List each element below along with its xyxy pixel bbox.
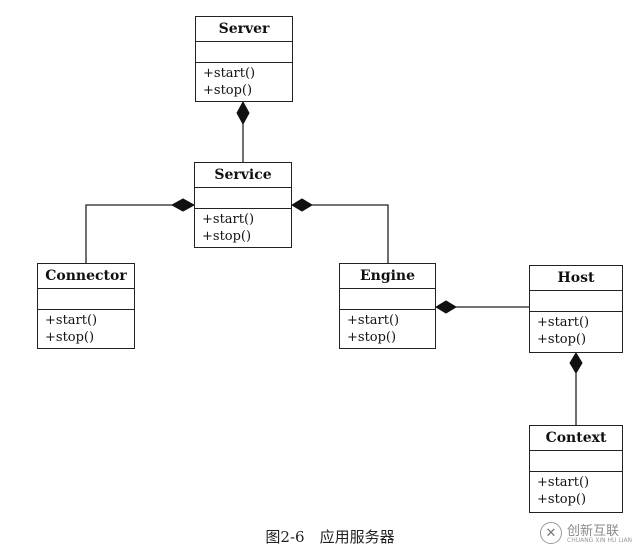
class-name: Connector <box>38 264 134 289</box>
class-box-context: Context +start() +stop() <box>529 425 623 513</box>
class-name: Service <box>195 163 291 188</box>
operation: +start() <box>537 475 590 490</box>
operation: +stop() <box>202 229 252 244</box>
figure-caption: 图2-6 应用服务器 <box>265 528 395 546</box>
operation: +start() <box>347 313 400 328</box>
composition-diamond-engine <box>435 300 457 314</box>
class-name: Context <box>530 426 622 451</box>
operation: +start() <box>203 66 256 81</box>
watermark-subtext: CHUANG XIN HU LIAN <box>567 537 633 544</box>
class-operations: +start() +stop() <box>196 63 292 99</box>
class-name: Server <box>196 17 292 42</box>
watermark: ✕ 创新互联 CHUANG XIN HU LIAN <box>540 518 640 550</box>
class-operations: +start() +stop() <box>530 312 622 348</box>
operation: +start() <box>45 313 98 328</box>
class-attributes <box>195 188 291 209</box>
class-attributes <box>340 289 435 310</box>
operation: +stop() <box>347 330 397 345</box>
composition-diamond-service-right <box>291 198 313 212</box>
class-box-connector: Connector +start() +stop() <box>37 263 135 349</box>
class-attributes <box>38 289 134 310</box>
composition-diamond-service-left <box>170 198 196 212</box>
class-operations: +start() +stop() <box>195 209 291 245</box>
class-box-server: Server +start() +stop() <box>195 16 293 102</box>
class-box-engine: Engine +start() +stop() <box>339 263 436 349</box>
operation: +stop() <box>537 492 587 507</box>
class-operations: +start() +stop() <box>340 310 435 346</box>
class-attributes <box>530 291 622 312</box>
class-operations: +start() +stop() <box>530 472 622 508</box>
link-service-engine <box>312 204 389 263</box>
link-service-connector <box>85 204 172 263</box>
class-attributes <box>530 451 622 472</box>
operation: +stop() <box>537 332 587 347</box>
class-attributes <box>196 42 292 63</box>
class-box-service: Service +start() +stop() <box>194 162 292 248</box>
logo-icon: ✕ <box>540 522 562 544</box>
watermark-brand: 创新互联 <box>567 524 620 539</box>
operation: +start() <box>537 315 590 330</box>
composition-diamond-server <box>236 100 250 126</box>
operation: +start() <box>202 212 255 227</box>
class-name: Host <box>530 266 622 291</box>
class-box-host: Host +start() +stop() <box>529 265 623 353</box>
operation: +stop() <box>203 83 253 98</box>
composition-diamond-host <box>569 352 583 374</box>
operation: +stop() <box>45 330 95 345</box>
class-name: Engine <box>340 264 435 289</box>
class-operations: +start() +stop() <box>38 310 134 346</box>
